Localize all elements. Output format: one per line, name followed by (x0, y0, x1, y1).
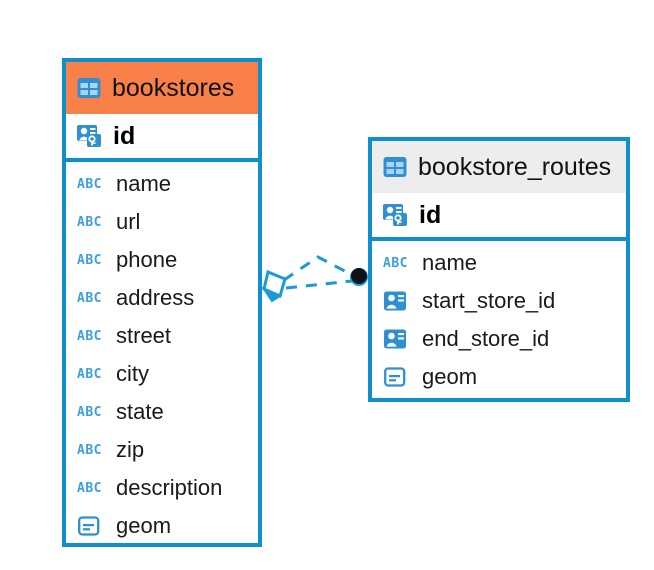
field-label: name (422, 250, 478, 275)
text-field-icon: ABC (77, 404, 102, 420)
field-row-zip[interactable]: ABC zip (66, 431, 258, 469)
field-list-bookstore-routes: ABC name start_store_id (372, 241, 626, 396)
foreign-key-icon (384, 291, 406, 311)
field-label: start_store_id (422, 288, 556, 313)
field-label: phone (116, 247, 178, 272)
field-row-address[interactable]: ABC address (66, 279, 258, 317)
field-row-url[interactable]: ABC url (66, 203, 258, 241)
geometry-field-icon (384, 367, 406, 387)
field-label: city (116, 361, 149, 386)
field-label: name (116, 171, 172, 196)
field-label: zip (116, 437, 145, 462)
field-label: url (116, 209, 141, 234)
relationship-line-lower[interactable] (285, 279, 353, 290)
field-row-street[interactable]: ABC street (66, 317, 258, 355)
text-field-icon: ABC (77, 442, 102, 458)
table-bookstore-routes[interactable]: bookstore_routes id ABC name (368, 137, 630, 402)
table-icon (383, 157, 407, 177)
primary-key-label: id (419, 200, 442, 229)
field-label: description (116, 475, 223, 500)
text-field-icon: ABC (383, 255, 408, 271)
field-label: street (116, 323, 172, 348)
field-row-state[interactable]: ABC state (66, 393, 258, 431)
field-row-description[interactable]: ABC description (66, 469, 258, 507)
relationship-diamond-marker (261, 269, 287, 303)
relationship-line-upper[interactable] (283, 255, 357, 282)
field-row-geom[interactable]: geom (372, 358, 626, 396)
field-row-name[interactable]: ABC name (66, 165, 258, 203)
text-field-icon: ABC (77, 252, 102, 268)
table-icon (77, 78, 101, 98)
field-row-geom[interactable]: geom (66, 507, 258, 545)
field-row-primary-key[interactable]: id (372, 193, 626, 241)
field-row-name[interactable]: ABC name (372, 244, 626, 282)
foreign-key-icon (384, 329, 406, 349)
table-title: bookstore_routes (418, 152, 612, 181)
field-row-city[interactable]: ABC city (66, 355, 258, 393)
field-row-primary-key[interactable]: id (66, 114, 258, 162)
field-list-bookstores: ABC name ABC url ABC phone ABC address A… (66, 162, 258, 545)
primary-key-label: id (113, 121, 136, 150)
field-label: geom (422, 364, 478, 389)
field-row-end-store-id[interactable]: end_store_id (372, 320, 626, 358)
field-label: end_store_id (422, 326, 550, 351)
table-title: bookstores (112, 73, 235, 102)
table-header-bookstores[interactable]: bookstores (66, 62, 258, 114)
text-field-icon: ABC (77, 366, 102, 382)
field-label: geom (116, 513, 172, 538)
text-field-icon: ABC (77, 480, 102, 496)
table-bookstores[interactable]: bookstores id ABC name ABC (62, 58, 262, 547)
text-field-icon: ABC (77, 328, 102, 344)
table-header-bookstore-routes[interactable]: bookstore_routes (372, 141, 626, 193)
field-row-phone[interactable]: ABC phone (66, 241, 258, 279)
text-field-icon: ABC (77, 176, 102, 192)
primary-key-icon (383, 204, 407, 226)
geometry-field-icon (78, 516, 100, 536)
field-label: state (116, 399, 164, 424)
text-field-icon: ABC (77, 214, 102, 230)
field-row-start-store-id[interactable]: start_store_id (372, 282, 626, 320)
relationship-circle-marker (350, 268, 368, 286)
text-field-icon: ABC (77, 290, 102, 306)
primary-key-icon (77, 125, 101, 147)
field-label: address (116, 285, 195, 310)
